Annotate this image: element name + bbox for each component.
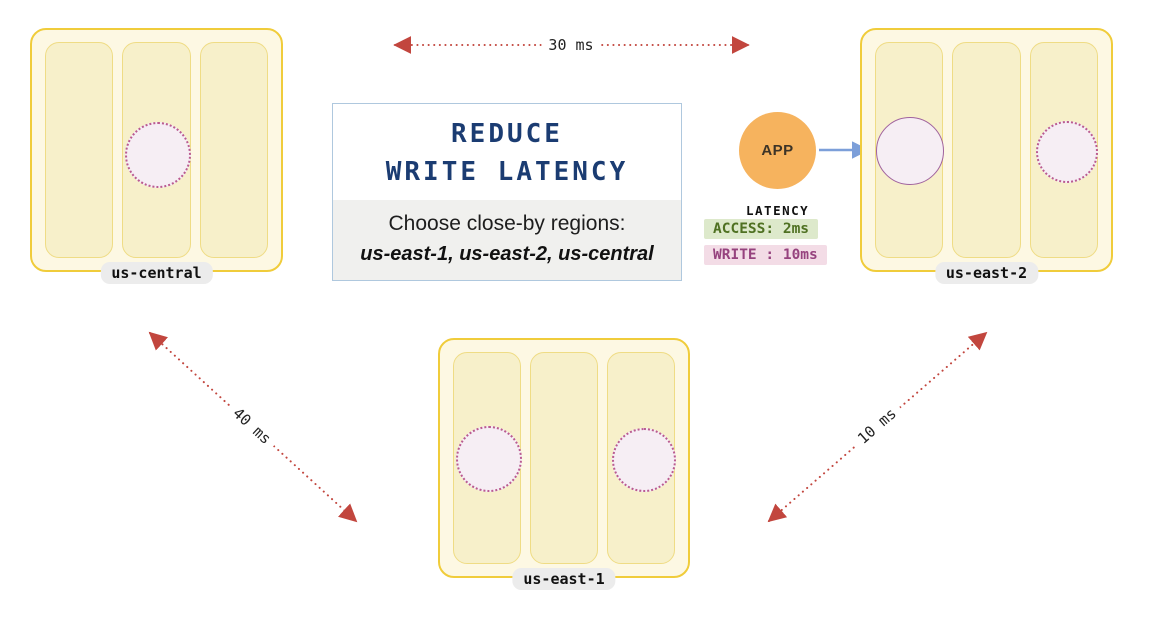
info-box: REDUCE WRITE LATENCY Choose close-by reg…	[332, 103, 682, 281]
region-label: us-east-2	[934, 262, 1039, 284]
info-regions-list: us-east-1, us-east-2, us-central	[360, 243, 654, 265]
latency-write-badge: WRITE : 10ms	[704, 245, 827, 265]
db-node	[530, 352, 598, 564]
db-node	[45, 42, 114, 258]
db-node	[952, 42, 1021, 258]
replica-dotted	[125, 122, 191, 188]
info-title-line1: REDUCE	[451, 119, 563, 149]
db-node	[199, 42, 268, 258]
latency-label-10ms: 10 ms	[848, 399, 906, 453]
region-label: us-east-1	[512, 568, 616, 590]
info-subtitle-text: Choose close-by regions:	[388, 212, 626, 235]
region-us-central: us-central	[30, 28, 283, 284]
replica-active	[876, 117, 944, 185]
app-circle: APP	[739, 112, 816, 189]
region-us-east-1: us-east-1	[438, 338, 690, 590]
latency-access-badge: ACCESS: 2ms	[704, 219, 819, 239]
region-us-east-2: us-east-2	[860, 28, 1113, 284]
latency-panel-title: LATENCY	[746, 203, 810, 218]
latency-label-40ms: 40 ms	[224, 399, 280, 453]
latency-label-30ms: 30 ms	[541, 36, 601, 54]
replica-dotted	[456, 426, 522, 492]
region-label: us-central	[100, 262, 213, 284]
info-box-subtitle: Choose close-by regions: us-east-1, us-e…	[333, 200, 681, 280]
info-box-title: REDUCE WRITE LATENCY	[333, 104, 681, 200]
replica-dotted	[1036, 121, 1098, 183]
info-title-line2: WRITE LATENCY	[385, 157, 629, 187]
replica-dotted	[612, 428, 676, 492]
